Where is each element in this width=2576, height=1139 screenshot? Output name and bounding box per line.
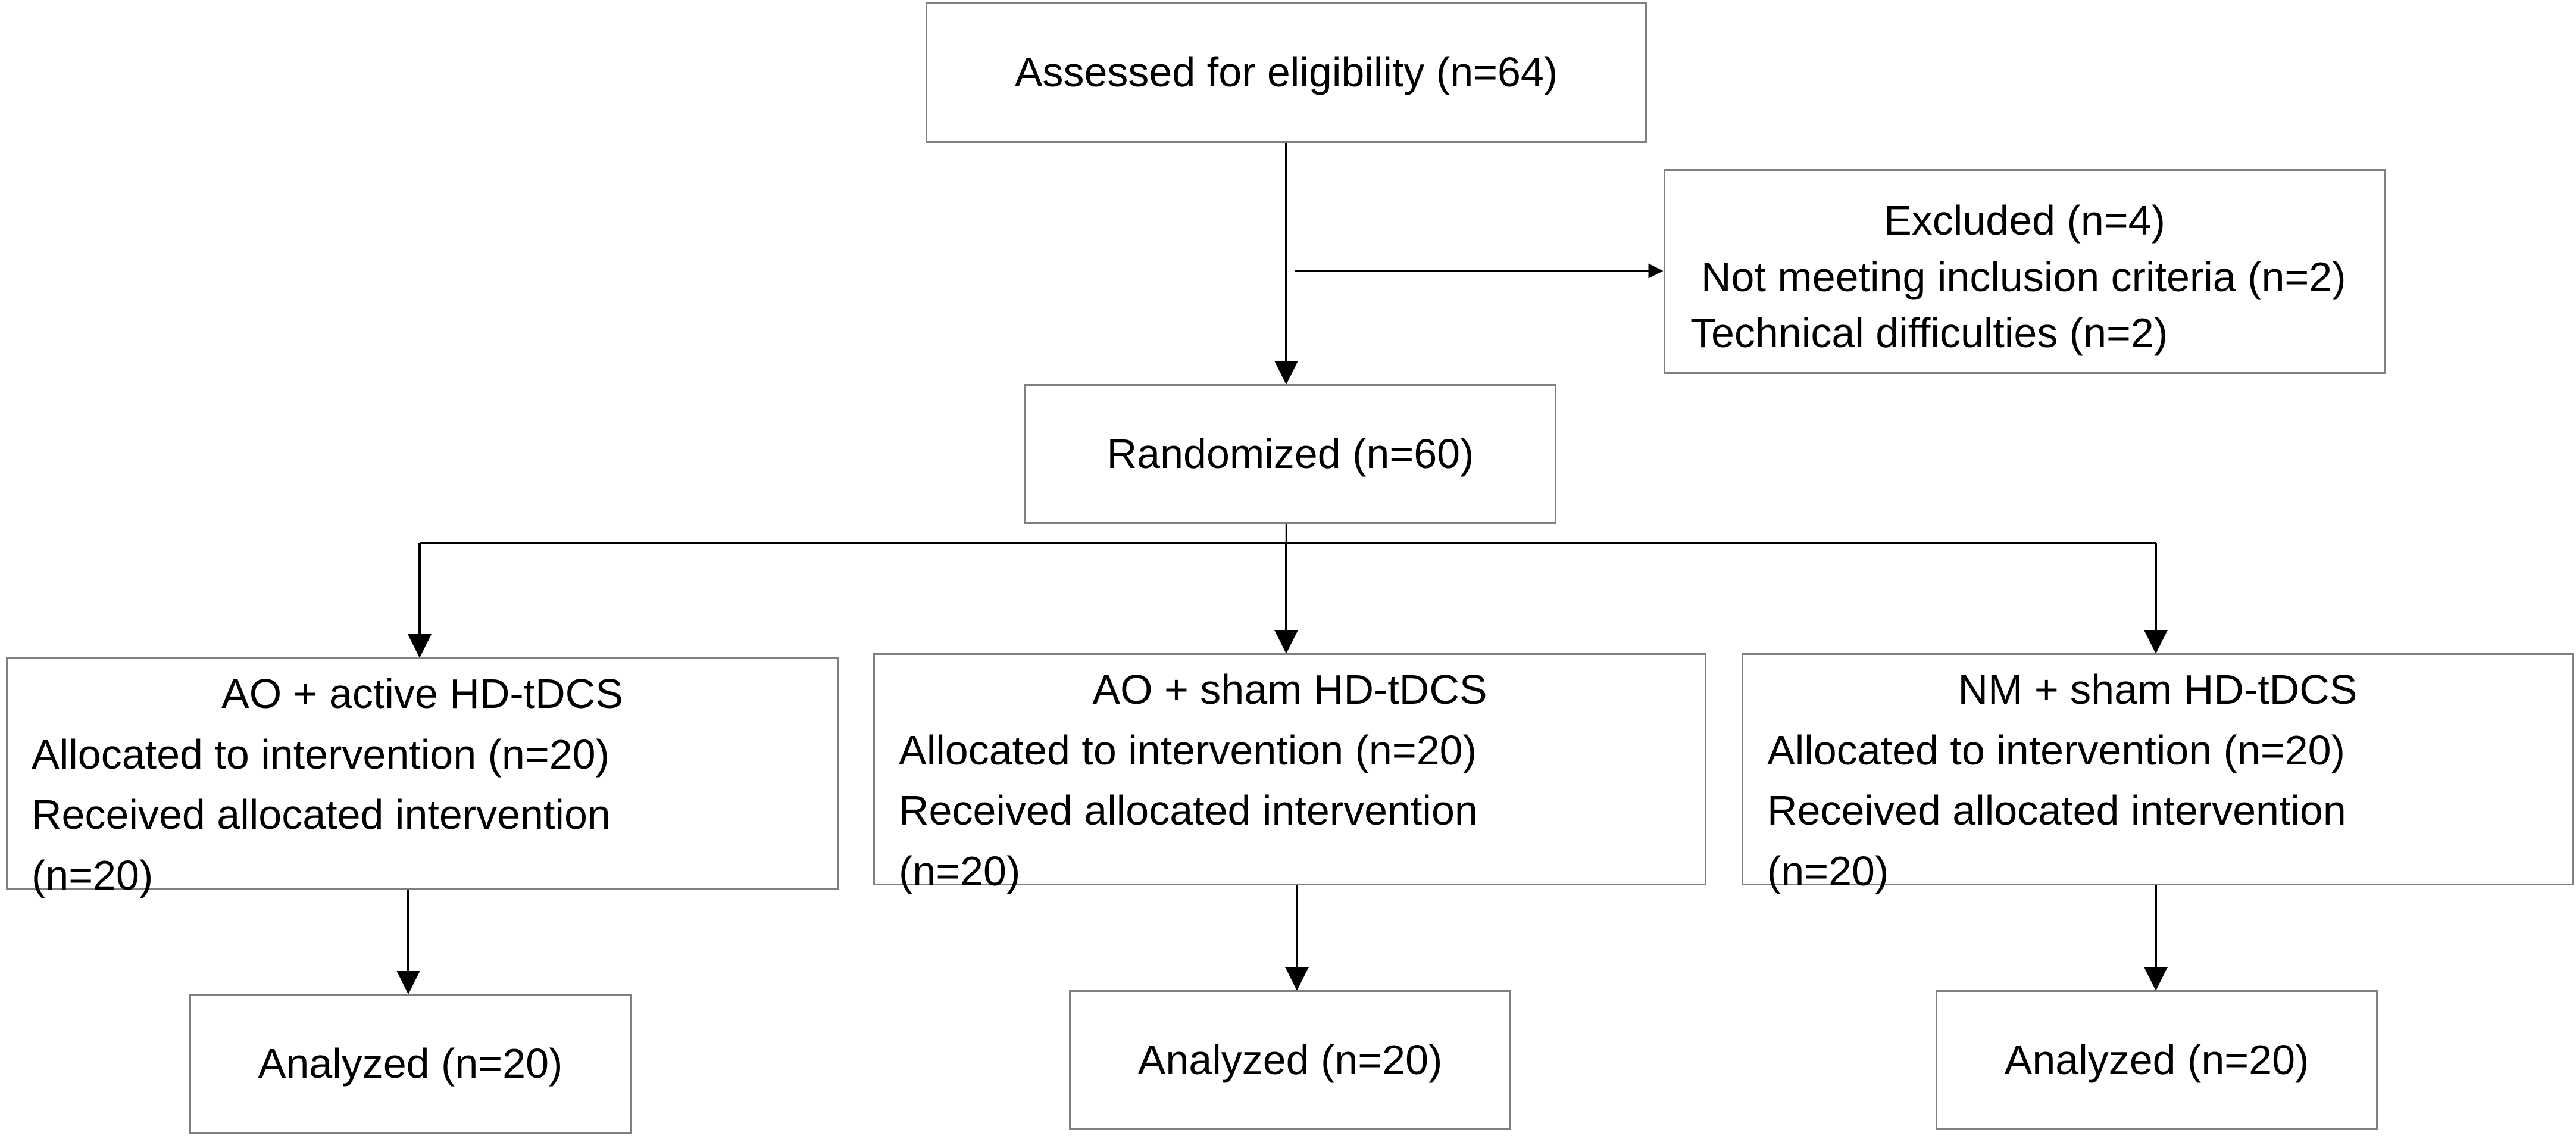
- analyzed-label: Analyzed (n=20): [2004, 1036, 2309, 1083]
- excluded-title: Excluded (n=4): [1884, 197, 2165, 244]
- analyzed-box-arm-3: Analyzed (n=20): [1936, 990, 2378, 1130]
- assessed-for-eligibility-box: Assessed for eligibility (n=64): [926, 2, 1647, 143]
- arm-title: AO + sham HD-tDCS: [1092, 666, 1487, 713]
- arm-allocated: Allocated to intervention (n=20): [899, 726, 1477, 773]
- excluded-box: Excluded (n=4) Not meeting inclusion cri…: [1664, 169, 2386, 374]
- excluded-reason-inclusion-criteria: Not meeting inclusion criteria (n=2): [1701, 253, 2346, 300]
- arm-received: Received allocated intervention: [32, 791, 611, 838]
- arm-box-nm-sham-hd-tdcs: NM + sham HD-tDCS Allocated to intervent…: [1742, 653, 2574, 894]
- assessed-label: Assessed for eligibility (n=64): [1014, 49, 1558, 96]
- arm-received-count: (n=20): [32, 851, 154, 898]
- randomized-label: Randomized (n=60): [1106, 430, 1474, 477]
- analyzed-label: Analyzed (n=20): [1137, 1036, 1443, 1083]
- analyzed-label: Analyzed (n=20): [258, 1040, 563, 1087]
- arm-received-count: (n=20): [1767, 847, 1889, 894]
- arm-received: Received allocated intervention: [899, 787, 1478, 834]
- analyzed-box-arm-2: Analyzed (n=20): [1069, 990, 1511, 1130]
- analyzed-box-arm-1: Analyzed (n=20): [189, 994, 632, 1134]
- arm-title: AO + active HD-tDCS: [221, 670, 623, 717]
- arm-received-count: (n=20): [899, 847, 1021, 894]
- arm-title: NM + sham HD-tDCS: [1958, 666, 2358, 713]
- arm-box-ao-active-hd-tdcs: AO + active HD-tDCS Allocated to interve…: [6, 657, 839, 898]
- arm-allocated: Allocated to intervention (n=20): [1767, 726, 2345, 773]
- arm-received: Received allocated intervention: [1767, 787, 2346, 834]
- arm-box-ao-sham-hd-tdcs: AO + sham HD-tDCS Allocated to intervent…: [873, 653, 1706, 894]
- excluded-reason-technical-difficulties: Technical difficulties (n=2): [1690, 310, 2168, 356]
- randomized-box: Randomized (n=60): [1024, 384, 1556, 524]
- arm-allocated: Allocated to intervention (n=20): [32, 731, 609, 778]
